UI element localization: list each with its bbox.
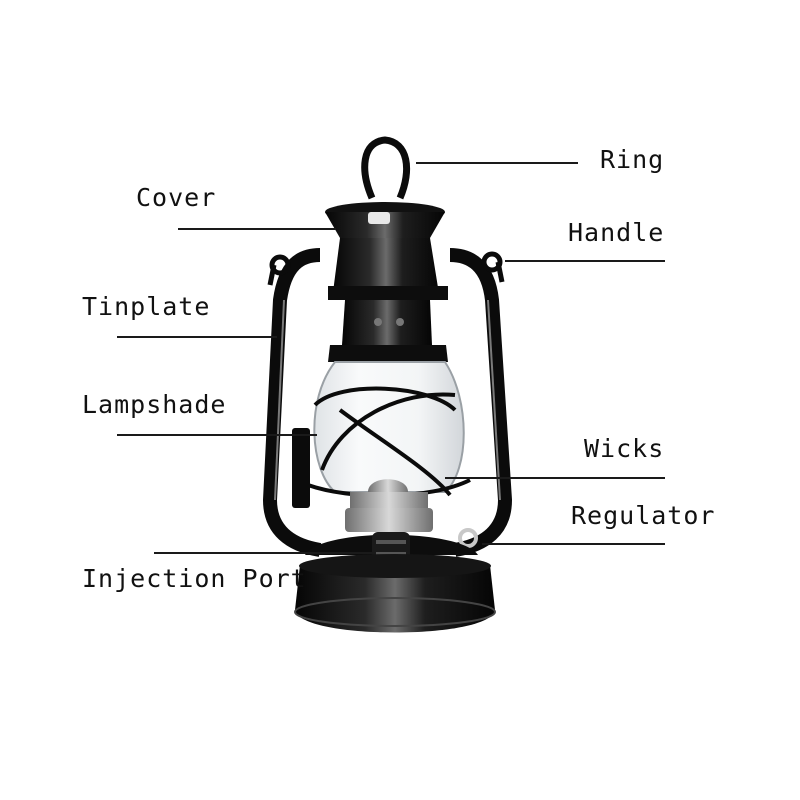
- tinplate-leader: [117, 336, 277, 338]
- cover-label: Cover: [136, 183, 217, 212]
- handle-leader: [505, 260, 665, 262]
- tinplate-label: Tinplate: [82, 292, 211, 321]
- ring-shape: [361, 136, 411, 200]
- injection-port-leader: [154, 552, 372, 554]
- regulator-label: Regulator: [571, 501, 716, 530]
- frame-right: [449, 248, 513, 557]
- frame-left: [262, 248, 322, 557]
- wick-burner: [368, 479, 408, 492]
- wicks-label: Wicks: [584, 434, 665, 463]
- injection-port-label: Injection Port: [82, 564, 307, 593]
- regulator-leader: [482, 543, 665, 545]
- lampshade-leader: [117, 434, 317, 436]
- wicks-leader: [445, 477, 665, 479]
- ring-leader: [416, 162, 578, 164]
- ring-label: Ring: [600, 145, 665, 174]
- glass-globe: [313, 361, 465, 493]
- tinplate-shape: [342, 300, 432, 345]
- cover-shape: [325, 212, 445, 238]
- regulator-knob: [458, 528, 478, 548]
- handle-label: Handle: [568, 218, 665, 247]
- cover-leader: [178, 228, 336, 230]
- lampshade-label: Lampshade: [82, 390, 227, 419]
- chimney-shape: [332, 238, 440, 300]
